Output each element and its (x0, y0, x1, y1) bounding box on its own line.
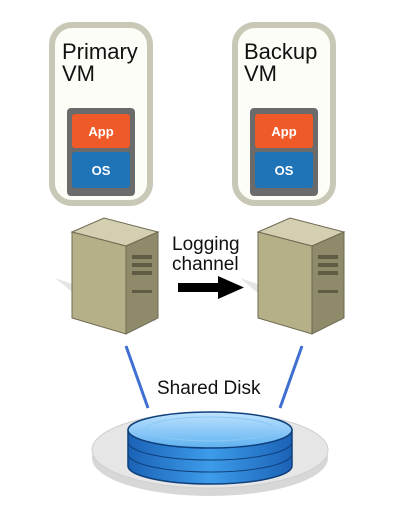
shared-disk-label: Shared Disk (157, 378, 261, 399)
primary-app-chip (72, 114, 130, 148)
primary-vm-title-line1: Primary (62, 39, 138, 64)
logging-channel-arrow-icon (178, 276, 244, 299)
backup-disk-connector (278, 345, 304, 409)
primary-os-chip (72, 152, 130, 188)
primary-disk-connector (124, 345, 150, 409)
primary-vm: Primary VM App OS (49, 22, 153, 206)
backup-vm: Backup VM App OS (232, 22, 336, 206)
backup-server-icon (240, 217, 346, 335)
primary-app-label: App (88, 124, 113, 139)
primary-vm-title-line2: VM (62, 61, 95, 86)
logging-channel-label-line1: Logging (172, 234, 240, 255)
backup-os-chip (255, 152, 313, 188)
logging-channel-label-line2: channel (172, 254, 239, 275)
backup-vm-title-line1: Backup (244, 39, 317, 64)
backup-app-chip (255, 114, 313, 148)
backup-app-label: App (271, 124, 296, 139)
backup-os-label: OS (275, 163, 294, 178)
shared-disk-icon (91, 411, 329, 496)
backup-vm-title-line2: VM (244, 61, 277, 86)
primary-os-label: OS (92, 163, 111, 178)
primary-server-icon (55, 217, 160, 335)
